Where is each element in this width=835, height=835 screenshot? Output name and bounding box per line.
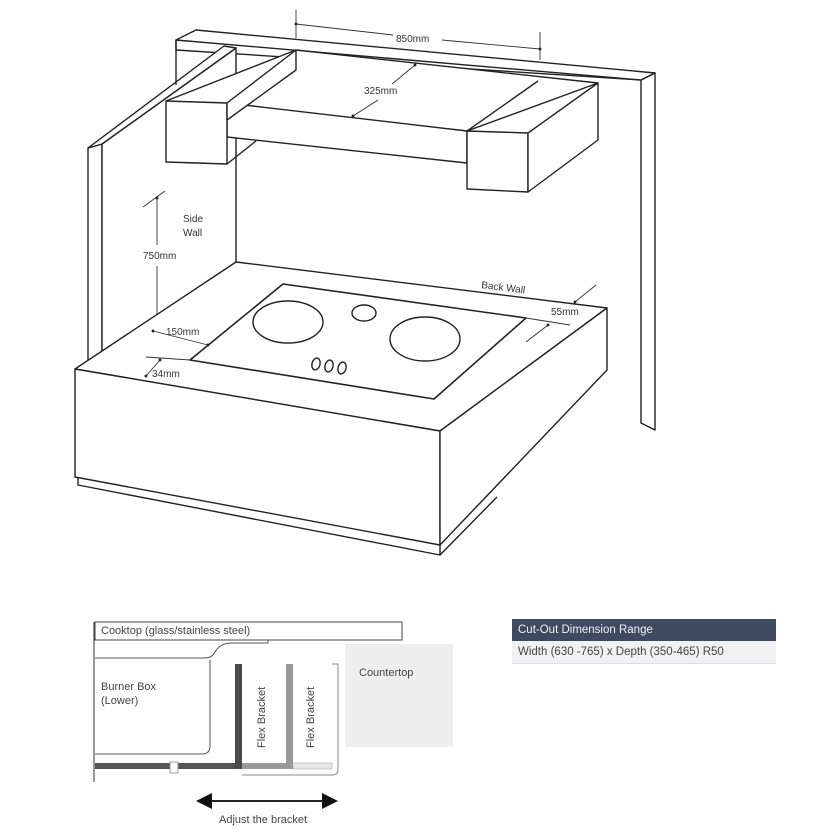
cutout-table-header: Cut-Out Dimension Range xyxy=(512,619,776,641)
dimension-750mm: 750mm xyxy=(142,190,176,325)
label-side: Side xyxy=(183,214,203,225)
adjust-label: Adjust the bracket xyxy=(219,814,307,826)
dimension-325mm: 325mm xyxy=(351,63,417,118)
burner-large-right xyxy=(389,316,461,362)
cutout-dimension-table: Cut-Out Dimension Range Width (630 -765)… xyxy=(512,619,776,664)
base-bar xyxy=(95,763,242,769)
burner-small-center xyxy=(351,304,377,322)
label-wall: Wall xyxy=(183,228,202,239)
cooktop-label: Cooktop (glass/stainless steel) xyxy=(101,625,250,637)
cooktop-slab xyxy=(94,621,403,641)
dimension-34mm: 34mm xyxy=(144,356,191,380)
label-150mm: 150mm xyxy=(166,327,199,338)
countertop-block xyxy=(345,644,453,747)
label-850mm: 850mm xyxy=(396,34,429,45)
flex-bracket-label-1: Flex Bracket xyxy=(256,687,268,748)
cutout-table-row: Width (630 -765) x Depth (350-465) R50 xyxy=(512,641,776,664)
burner-box-lower-label: (Lower) xyxy=(101,695,138,707)
burner-box-label: Burner Box xyxy=(101,681,157,693)
burner-large-left xyxy=(252,300,324,344)
label-34mm: 34mm xyxy=(152,369,180,380)
label-55mm: 55mm xyxy=(551,307,579,318)
label-325mm: 325mm xyxy=(364,86,397,97)
control-knobs xyxy=(311,357,347,375)
label-750mm: 750mm xyxy=(143,251,176,262)
dimension-150mm: 150mm xyxy=(151,327,210,347)
flex-bracket-2-bar xyxy=(286,664,293,769)
dimension-850mm: 850mm xyxy=(294,10,542,60)
range-hood xyxy=(165,49,599,193)
label-back-wall: Back Wall xyxy=(481,280,526,296)
flex-bracket-1-bar xyxy=(235,664,242,769)
flex-bracket-label-2: Flex Bracket xyxy=(305,687,317,748)
countertop-label: Countertop xyxy=(359,667,413,679)
cooktop xyxy=(189,283,527,400)
section-view: Cooktop (glass/stainless steel) Burner B… xyxy=(93,621,453,826)
dimension-55mm: 55mm xyxy=(525,284,597,343)
